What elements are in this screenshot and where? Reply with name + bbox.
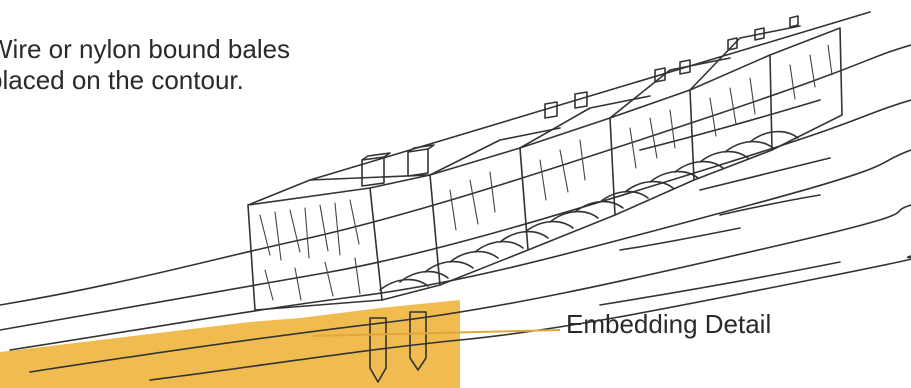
bale-straw-texture [260, 45, 832, 300]
caption-line-1: Wire or nylon bound bales [0, 34, 290, 65]
hay-bale-row [248, 12, 870, 310]
caption-line-2: placed on the contour. [0, 65, 290, 96]
embedding-trench [0, 300, 460, 388]
bale-caption: Wire or nylon bound bales placed on the … [0, 34, 290, 96]
embedding-detail-label: Embedding Detail [566, 309, 771, 340]
